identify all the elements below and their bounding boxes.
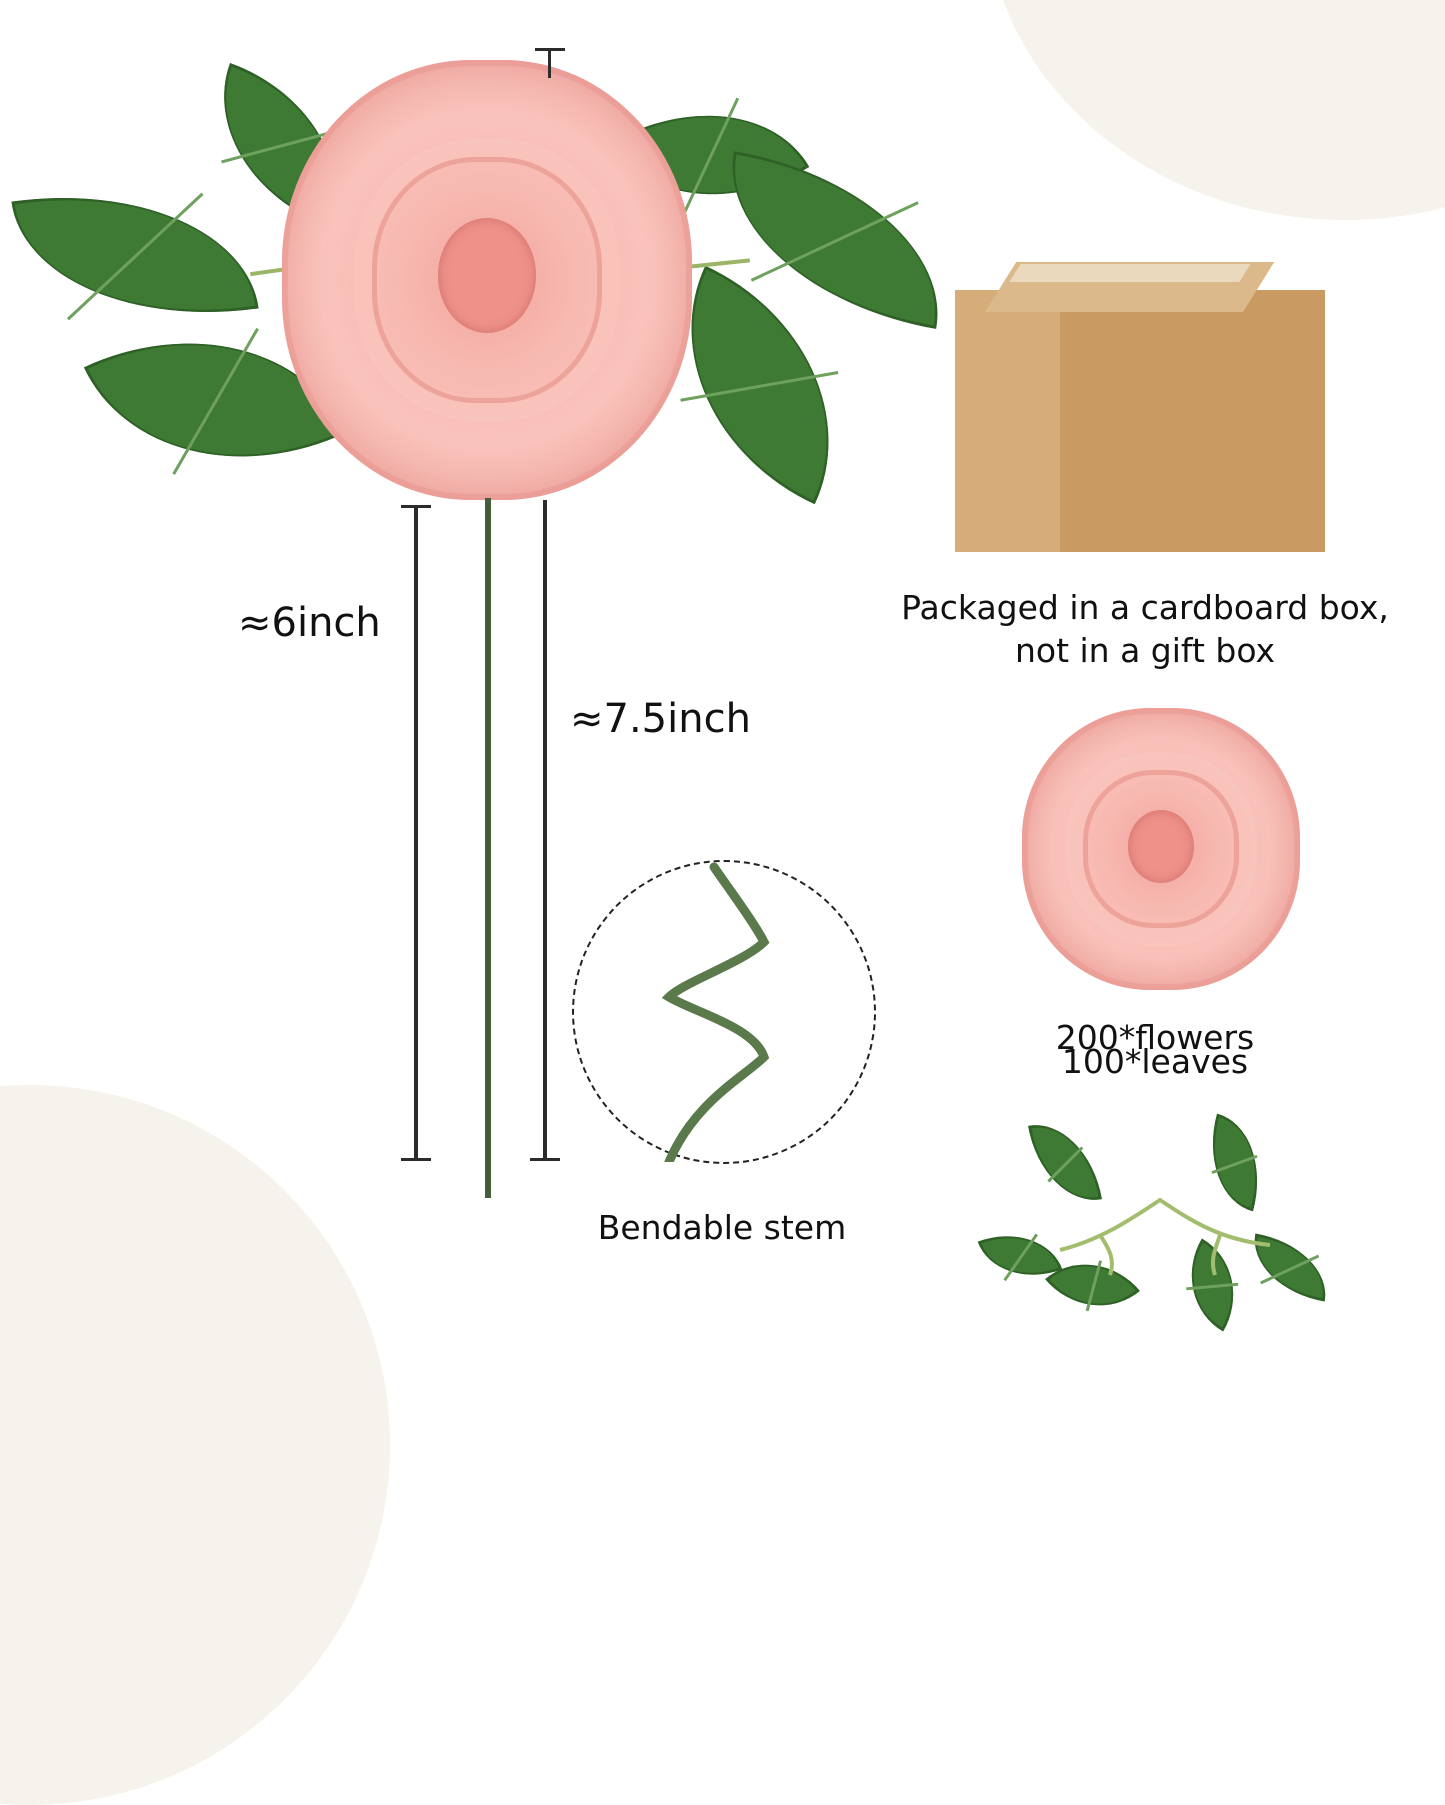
single-rose-icon — [1022, 708, 1300, 990]
flowers-count-label: 200*flowers — [1055, 1018, 1255, 1057]
rose-stem — [485, 498, 491, 1198]
leaf-icon — [11, 169, 259, 341]
rose-flower-icon — [282, 60, 692, 500]
stem-length-long-label: ≈7.5inch — [570, 696, 751, 742]
packaging-note-line1: Packaged in a cardboard box, — [901, 588, 1389, 627]
packaging-note: Packaged in a cardboard box, not in a gi… — [870, 588, 1420, 670]
bendable-stem-inset — [572, 860, 876, 1167]
bendable-stem-label: Bendable stem — [597, 1208, 847, 1247]
packaging-note-line2: not in a gift box — [1014, 631, 1276, 670]
leaves-count-label: 100*leaves — [1061, 1042, 1249, 1081]
background-blob-top-right — [985, 0, 1445, 220]
stem-length-short-label: ≈6inch — [238, 600, 381, 646]
background-blob-bottom-left — [0, 1085, 390, 1805]
bent-stem-icon — [661, 862, 770, 1167]
leaves-branch-icon — [1059, 1197, 1271, 1276]
cardboard-box-icon — [955, 262, 1325, 552]
